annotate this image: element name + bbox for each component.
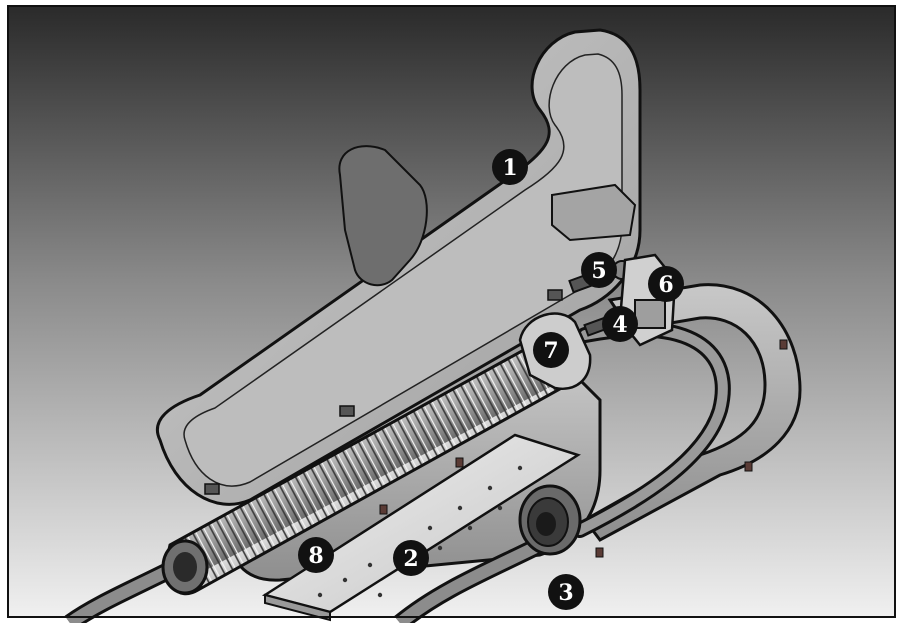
svg-text:4: 4 xyxy=(612,312,627,338)
cable-lower-highlight xyxy=(396,539,543,623)
image-border xyxy=(7,5,896,618)
mounting-plate-edge xyxy=(264,593,331,622)
callout-6: 6 xyxy=(648,266,684,302)
svg-text:2: 2 xyxy=(403,546,418,572)
lid-slot xyxy=(338,145,428,287)
lid-bracket xyxy=(551,183,637,242)
svg-text:5: 5 xyxy=(591,258,606,284)
callout-2: 2 xyxy=(393,540,429,576)
hinge-tab xyxy=(547,289,563,301)
callout-5: 5 xyxy=(581,252,617,288)
callout-1: 1 xyxy=(492,149,528,185)
svg-text:6: 6 xyxy=(658,272,673,298)
svg-text:1: 1 xyxy=(502,155,517,181)
callout-7: 7 xyxy=(533,332,569,368)
lid-inner-rim xyxy=(183,53,623,487)
callout-3: 3 xyxy=(548,574,584,610)
spiral-conduit-opening xyxy=(173,552,197,582)
svg-text:8: 8 xyxy=(308,543,323,569)
callout-8: 8 xyxy=(298,537,334,573)
cable-gland-core xyxy=(536,512,556,536)
hinge-tab xyxy=(339,405,355,417)
callout-4: 4 xyxy=(602,306,638,342)
hinge-tab xyxy=(204,483,220,495)
base-feet xyxy=(379,339,788,558)
svg-text:3: 3 xyxy=(558,580,573,606)
terminal-block xyxy=(634,299,666,329)
svg-text:7: 7 xyxy=(543,338,558,364)
